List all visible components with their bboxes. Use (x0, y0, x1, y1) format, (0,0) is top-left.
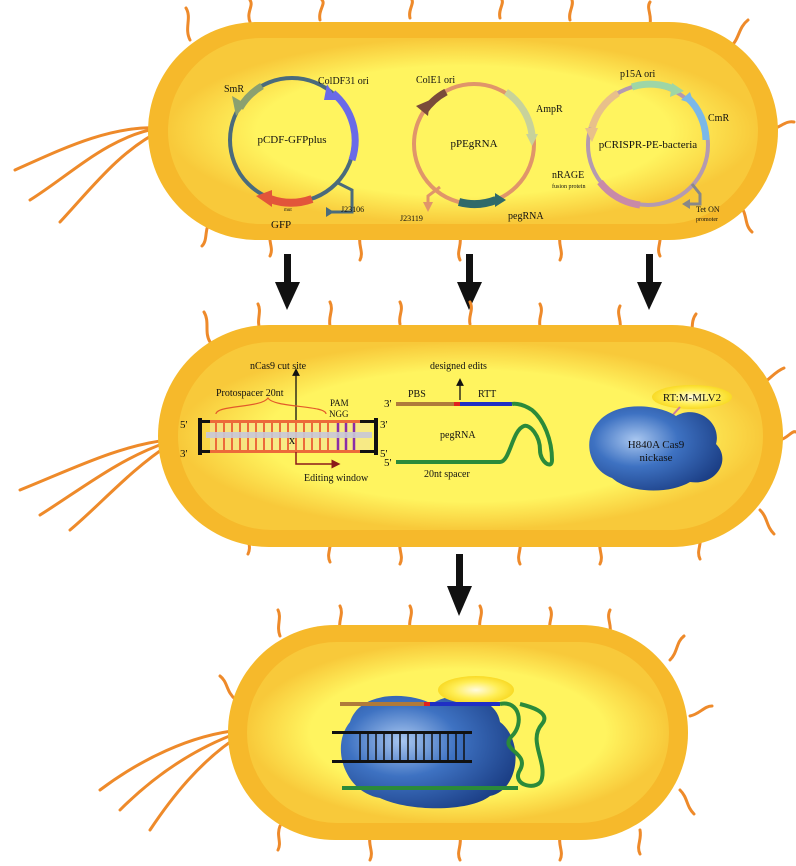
plasmid-ppegrna-resistance: AmpR (536, 104, 563, 115)
rtt-label: RTT (478, 389, 496, 400)
plasmid-pcrispr-ori: p15A ori (620, 69, 656, 80)
plasmid-pcrispr-promoter-sub: promoter (696, 217, 718, 223)
plasmid-pcdf-promoter: J23106 (341, 205, 364, 214)
pbs-label: PBS (408, 389, 426, 400)
bottom-dna-top-strand (332, 731, 472, 734)
plasmid-pcrispr-fusion: nRAGE (552, 170, 584, 181)
arrow-1 (275, 254, 300, 310)
plasmid-pcrispr-resistance: CmR (708, 113, 729, 124)
protospacer-label: Protospacer 20nt (216, 388, 284, 399)
colDF31-ori-arc (330, 90, 359, 162)
bottom-cas9-blob (340, 695, 516, 809)
j23106-promoter-arrow (330, 180, 354, 214)
bottom-dna-bottom-strand (332, 760, 472, 763)
gfp-arc (268, 195, 314, 207)
pegrna-scaffold (396, 401, 555, 467)
plasmid-pcdf-small-label: mut (284, 208, 292, 213)
gfp-arrowhead (256, 190, 272, 207)
cell-middle-flagella (18, 300, 796, 566)
plasmid-pcdf: pCDF-GFPplus ColDF31 ori SmR GFP mut J23… (224, 76, 369, 231)
fusion-arc (597, 179, 641, 209)
plasmid-ppegrna-ori: ColE1 ori (416, 75, 455, 86)
plasmid-ppegrna-guide: pegRNA (508, 211, 544, 222)
pegrna-label: pegRNA (440, 430, 476, 441)
flow-arrows (275, 254, 662, 616)
nrage-arc (588, 90, 620, 130)
cas9-blob (589, 406, 723, 491)
cell-top: pCDF-GFPplus ColDF31 ori SmR GFP mut J23… (13, 0, 796, 262)
plasmid-pcdf-ori: ColDF31 ori (318, 76, 369, 87)
bottom-scaffold (499, 701, 547, 788)
spacer-label: 20nt spacer (424, 469, 470, 480)
plasmid-pcdf-resistance: SmR (224, 84, 244, 95)
bottom-dna-rungs (359, 734, 465, 760)
plasmid-pcrispr-promoter: Tet ON (696, 205, 720, 214)
pam-seq-label: NGG (329, 409, 349, 419)
plasmid-pcdf-name: pCDF-GFPplus (257, 134, 326, 146)
pegrna-arc (457, 196, 498, 208)
plasmid-ppegrna-promoter: J23119 (400, 214, 423, 223)
colDF31-ori-arrowhead (324, 84, 337, 100)
plasmid-ppegrna-name: pPEgRNA (450, 138, 497, 150)
cut-mark: x (289, 432, 296, 447)
target-dna: x 5' 3' 3' 5' nCas9 cut site Protospacer… (180, 361, 388, 484)
rt-label: RT:M-MLV2 (663, 392, 721, 404)
cell-middle: x 5' 3' 3' 5' nCas9 cut site Protospacer… (18, 300, 796, 566)
edit-segment (454, 402, 460, 406)
cmr-arrowhead (681, 92, 694, 104)
dna-top-five-prime: 5' (180, 419, 188, 431)
cas9-label-line1: H840A Cas9 (628, 439, 685, 451)
plasmid-ppegrna: pPEgRNA ColE1 ori AmpR J23119 pegRNA (400, 75, 563, 223)
bottom-spacer-segment (342, 786, 518, 790)
pegrna-construct: 3' 5' designed edits PBS RTT pegRNA 20nt… (384, 361, 555, 480)
dna-center-band (206, 432, 372, 438)
cell-middle-inner (178, 342, 763, 530)
plasmid-pcrispr-fusion-sub: fusion protein (552, 183, 586, 190)
cut-site-label: nCas9 cut site (250, 361, 307, 372)
editing-window-arrow (295, 452, 341, 469)
rt-blob (652, 385, 732, 409)
pbs-segment (396, 402, 454, 406)
pegrna-arrowhead (495, 193, 506, 207)
cell-bottom (98, 604, 714, 862)
tet-on-promoter-arrow (690, 183, 702, 206)
protospacer-brace (215, 396, 327, 415)
protospacer-bottom (210, 450, 360, 453)
rtt-segment (460, 402, 512, 406)
pegrna-five-prime: 5' (384, 457, 392, 469)
arrow-4 (447, 554, 472, 616)
editing-window-label: Editing window (304, 473, 369, 484)
plasmid-pcdf-reporter: GFP (271, 219, 291, 231)
protospacer-top (210, 420, 360, 423)
pam-label: PAM (330, 398, 349, 408)
cas9-complex: RT:M-MLV2 H840A Cas9 nickase (589, 385, 732, 491)
nrage-arrowhead (585, 128, 598, 142)
ampr-arc (503, 89, 536, 136)
dna-bottom-five-prime: 5' (380, 448, 388, 460)
designed-edits-label: designed edits (430, 361, 487, 372)
smr-arrowhead (232, 96, 246, 116)
cas9-label-line2: nickase (640, 452, 673, 464)
p15a-ori-arrowhead (670, 83, 684, 97)
dna-top-three-prime: 3' (380, 419, 388, 431)
bottom-pbs-segment (340, 702, 424, 706)
arrow-3 (637, 254, 662, 310)
pegrna-three-prime: 3' (384, 398, 392, 410)
dna-bottom-three-prime: 3' (180, 448, 188, 460)
bottom-rt-blob (438, 676, 514, 704)
cole1-ori-arrowhead (416, 100, 430, 116)
bottom-edit-segment (424, 702, 430, 706)
bottom-rtt-segment (430, 702, 500, 706)
plasmid-pcrispr: pCRISPR-PE-bacteria p15A ori CmR nRAGE f… (552, 69, 729, 223)
arrow-2 (457, 254, 482, 310)
plasmid-pcrispr-name: pCRISPR-PE-bacteria (599, 139, 697, 151)
ampr-arrowhead (526, 134, 538, 146)
